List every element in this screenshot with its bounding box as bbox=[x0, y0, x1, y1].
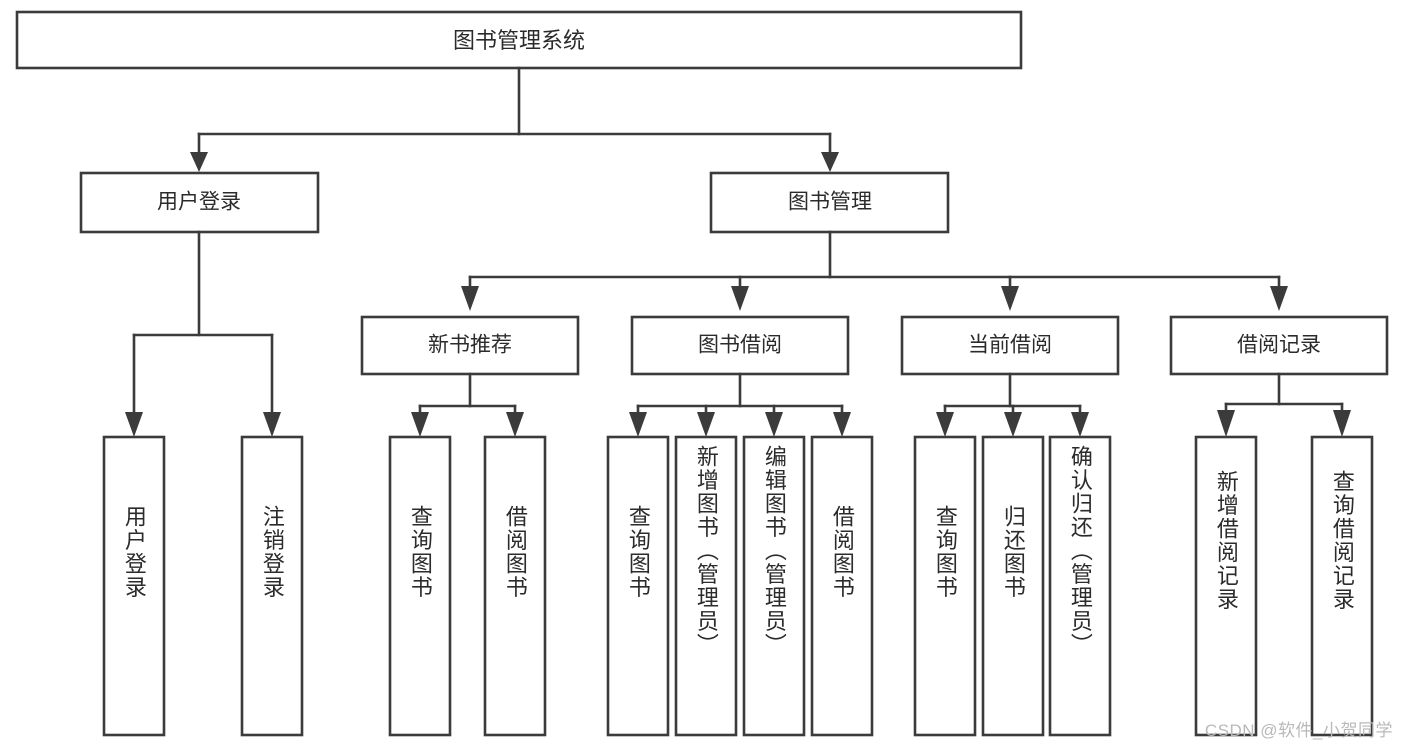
node-new-book-recommend-label: 新书推荐 bbox=[428, 334, 512, 357]
arrow-head-bb-3 bbox=[833, 412, 851, 437]
node-new-book-recommend-box[interactable] bbox=[360, 315, 580, 376]
arrow-head-bb-2 bbox=[765, 412, 783, 437]
leaf-box-user-login-0[interactable] bbox=[102, 435, 166, 737]
arrow-head-level2-2 bbox=[1001, 286, 1019, 311]
leaf-box-book-borrow-2[interactable] bbox=[742, 435, 806, 737]
leaf-box-new-book-recommend-0[interactable] bbox=[388, 435, 452, 737]
node-borrow-record-box[interactable] bbox=[1169, 315, 1389, 376]
leaf-box-borrow-record-1[interactable] bbox=[1310, 435, 1374, 737]
arrow-head-cb-2 bbox=[1071, 412, 1089, 437]
arrow-head-cb-0 bbox=[936, 412, 954, 437]
node-book-management-box[interactable] bbox=[709, 171, 950, 234]
leaf-box-borrow-record-0[interactable] bbox=[1194, 435, 1258, 737]
node-current-borrow-label: 当前借阅 bbox=[968, 334, 1052, 357]
node-new-book-recommend[interactable]: 新书推荐 bbox=[360, 315, 580, 376]
leaf-box-current-borrow-1[interactable] bbox=[981, 435, 1045, 737]
watermark-label: CSDN @软件_小贺同学 bbox=[1204, 721, 1393, 740]
leaf-box-book-borrow-3[interactable] bbox=[810, 435, 874, 737]
arrow-head-level1-1 bbox=[821, 152, 839, 172]
arrow-head-br-0 bbox=[1217, 410, 1235, 437]
node-root-system[interactable]: 图书管理系统 bbox=[15, 10, 1023, 70]
node-book-borrow[interactable]: 图书借阅 bbox=[630, 315, 850, 376]
arrow-head-level2-1 bbox=[731, 286, 749, 311]
arrow-head-nbr-1 bbox=[506, 412, 524, 437]
arrow-head-br-1 bbox=[1333, 410, 1351, 437]
node-current-borrow-box[interactable] bbox=[900, 315, 1120, 376]
arrow-head-user-login-1 bbox=[263, 412, 281, 437]
arrow-head-nbr-0 bbox=[411, 412, 429, 437]
node-root-system-box[interactable] bbox=[15, 10, 1023, 70]
node-root-system-label: 图书管理系统 bbox=[453, 28, 585, 53]
node-book-management-label: 图书管理 bbox=[788, 191, 872, 214]
leaf-box-new-book-recommend-1[interactable] bbox=[483, 435, 547, 737]
arrow-head-bb-0 bbox=[629, 412, 647, 437]
node-user-login[interactable]: 用户登录 bbox=[79, 171, 320, 234]
node-book-management[interactable]: 图书管理 bbox=[709, 171, 950, 234]
node-current-borrow[interactable]: 当前借阅 bbox=[900, 315, 1120, 376]
arrow-head-bb-1 bbox=[697, 412, 715, 437]
node-book-borrow-box[interactable] bbox=[630, 315, 850, 376]
arrow-head-cb-1 bbox=[1004, 412, 1022, 437]
arrow-head-level2-0 bbox=[461, 286, 479, 311]
node-book-borrow-label: 图书借阅 bbox=[698, 334, 782, 357]
leaf-box-user-login-1[interactable] bbox=[240, 435, 304, 737]
node-borrow-record[interactable]: 借阅记录 bbox=[1169, 315, 1389, 376]
arrow-head-level1-0 bbox=[190, 152, 208, 172]
node-user-login-label: 用户登录 bbox=[157, 191, 241, 214]
leaf-box-current-borrow-2[interactable] bbox=[1048, 435, 1112, 737]
node-borrow-record-label: 借阅记录 bbox=[1237, 334, 1321, 357]
leaf-box-current-borrow-0[interactable] bbox=[913, 435, 977, 737]
leaf-box-book-borrow-0[interactable] bbox=[606, 435, 670, 737]
leaf-box-book-borrow-1[interactable] bbox=[674, 435, 738, 737]
arrow-head-user-login-0 bbox=[125, 412, 143, 437]
arrow-head-level2-3 bbox=[1270, 286, 1288, 311]
